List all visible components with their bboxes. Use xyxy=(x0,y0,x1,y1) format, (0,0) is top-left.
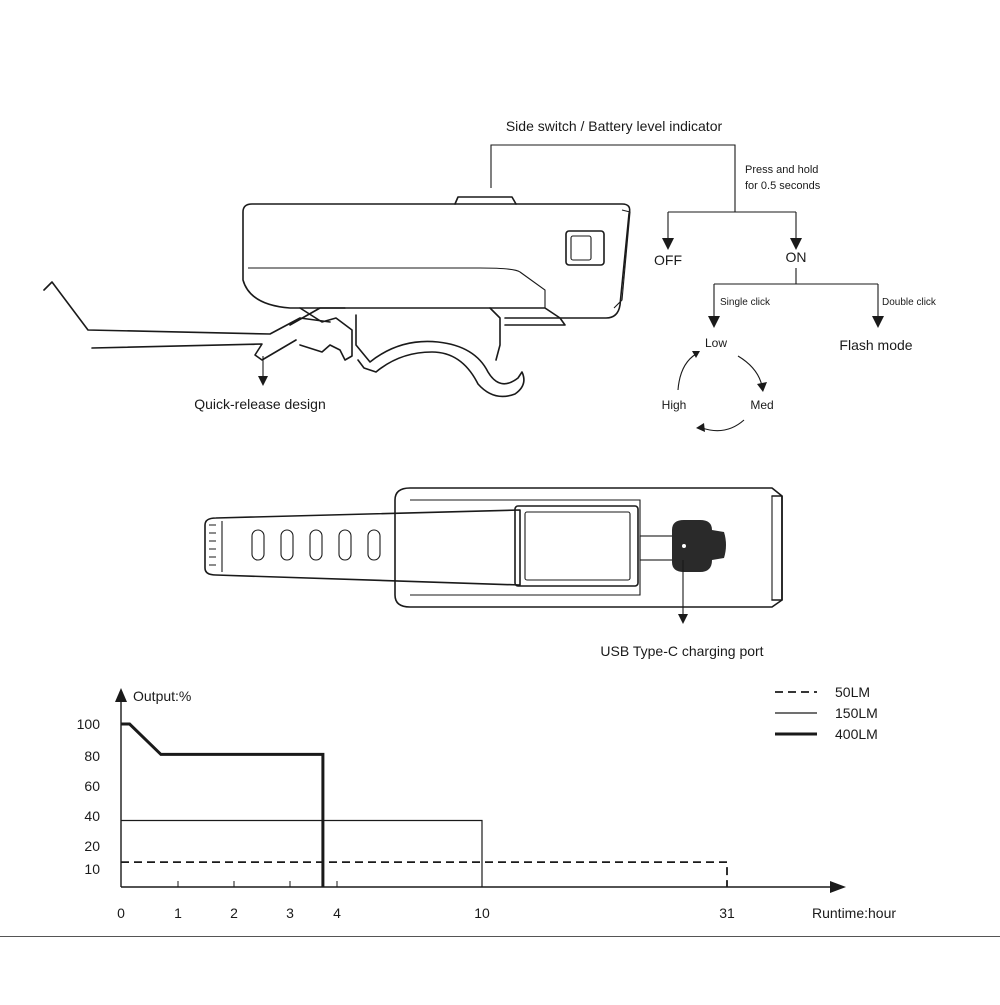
side-view-light xyxy=(43,196,631,398)
arrow-off xyxy=(662,238,674,250)
quick-release-lever xyxy=(43,281,331,361)
y-tick-label-60: 60 xyxy=(84,778,100,794)
low-label: Low xyxy=(705,336,727,350)
flash-mode-label: Flash mode xyxy=(839,337,912,353)
off-on-branch xyxy=(667,211,797,244)
click-branch xyxy=(713,268,879,322)
cycle-arrow-high-low xyxy=(677,353,697,391)
x-tick-label-31: 31 xyxy=(719,905,735,921)
side-switch-label: Side switch / Battery level indicator xyxy=(506,118,723,134)
strap-hole-5 xyxy=(367,529,381,561)
clamp-tail xyxy=(489,307,566,361)
top-switch xyxy=(454,196,517,205)
off-label: OFF xyxy=(654,252,682,268)
strap-hole-4 xyxy=(338,529,352,561)
arrow-on xyxy=(790,238,802,250)
high-label: High xyxy=(662,398,687,412)
single-click-label: Single click xyxy=(720,297,771,308)
cycle-arrow-med-high xyxy=(701,419,745,432)
battery-indicator-window xyxy=(565,230,605,266)
battery-indicator-inner xyxy=(570,235,592,261)
side-switch-connector xyxy=(490,144,736,212)
y-axis-label: Output:% xyxy=(133,688,191,704)
x-axis-arrow xyxy=(830,881,846,893)
front-lens-bottom xyxy=(771,495,783,601)
y-tick-label-20: 20 xyxy=(84,838,100,854)
quick-release-label: Quick-release design xyxy=(194,396,326,412)
series-lines xyxy=(121,722,728,887)
light-body xyxy=(242,203,631,319)
x-tick-label-10: 10 xyxy=(474,905,490,921)
y-tick-label-80: 80 xyxy=(84,748,100,764)
legend-label-50lm: 50LM xyxy=(835,684,870,700)
hold-instruction-line1: Press and hold xyxy=(745,164,818,176)
strap-hole-2 xyxy=(280,529,294,561)
x-tick-label-3: 3 xyxy=(286,905,294,921)
y-ticks: 10 20 40 60 80 100 xyxy=(77,716,101,877)
y-tick-label-40: 40 xyxy=(84,808,100,824)
usb-arrowhead xyxy=(678,614,688,624)
mount-bracket xyxy=(289,307,353,361)
legend-label-150lm: 150LM xyxy=(835,705,878,721)
x-tick-label-2: 2 xyxy=(230,905,238,921)
strap-hole-3 xyxy=(309,529,323,561)
cycle-arrowhead-med xyxy=(757,382,767,392)
hold-instruction-line2: for 0.5 seconds xyxy=(745,180,821,192)
bottom-divider xyxy=(0,936,1000,937)
body-seam xyxy=(248,267,546,308)
mode-flow: OFF ON Single click Double click Flash m… xyxy=(654,211,937,432)
strap xyxy=(204,509,521,586)
y-tick-label-10: 10 xyxy=(84,861,100,877)
legend-label-400lm: 400LM xyxy=(835,726,878,742)
arrow-flash xyxy=(872,316,884,328)
med-label: Med xyxy=(750,398,773,412)
x-axis-label: Runtime:hour xyxy=(812,905,896,921)
usb-port-dot xyxy=(682,544,686,548)
runtime-chart: Output:% Runtime:hour 10 20 40 60 80 100 0 1 2 3… xyxy=(77,684,897,921)
usb-port-label: USB Type-C charging port xyxy=(600,643,763,659)
usb-plug-stem xyxy=(639,535,676,561)
front-lens xyxy=(613,209,631,309)
y-tick-label-100: 100 xyxy=(77,716,101,732)
strap-buckle xyxy=(514,505,639,587)
strap-buckle-inner xyxy=(524,511,631,581)
bottom-view-light xyxy=(204,487,783,608)
quick-release-arrowhead xyxy=(258,376,268,386)
arrow-low xyxy=(708,316,720,328)
x-tick-label-4: 4 xyxy=(333,905,341,921)
handlebar-clamp xyxy=(355,314,525,398)
x-tick-label-1: 1 xyxy=(174,905,182,921)
series-line-50lm xyxy=(121,861,728,887)
y-axis-arrow xyxy=(115,688,127,702)
double-click-label: Double click xyxy=(882,297,937,308)
cycle-arrow-low-med xyxy=(737,355,763,387)
series-line-150lm xyxy=(121,819,483,887)
cycle-arrowhead-high xyxy=(696,423,705,432)
strap-hole-1 xyxy=(251,529,265,561)
strap-grip xyxy=(209,521,223,572)
x-tick-label-0: 0 xyxy=(117,905,125,921)
x-ticks: 0 1 2 3 4 10 31 xyxy=(117,881,735,921)
usb-port-cover xyxy=(672,520,726,572)
on-label: ON xyxy=(786,249,807,265)
legend: 50LM 150LM 400LM xyxy=(775,684,878,742)
series-line-400lm xyxy=(121,722,325,887)
cycle-arrowhead-low xyxy=(692,351,700,358)
